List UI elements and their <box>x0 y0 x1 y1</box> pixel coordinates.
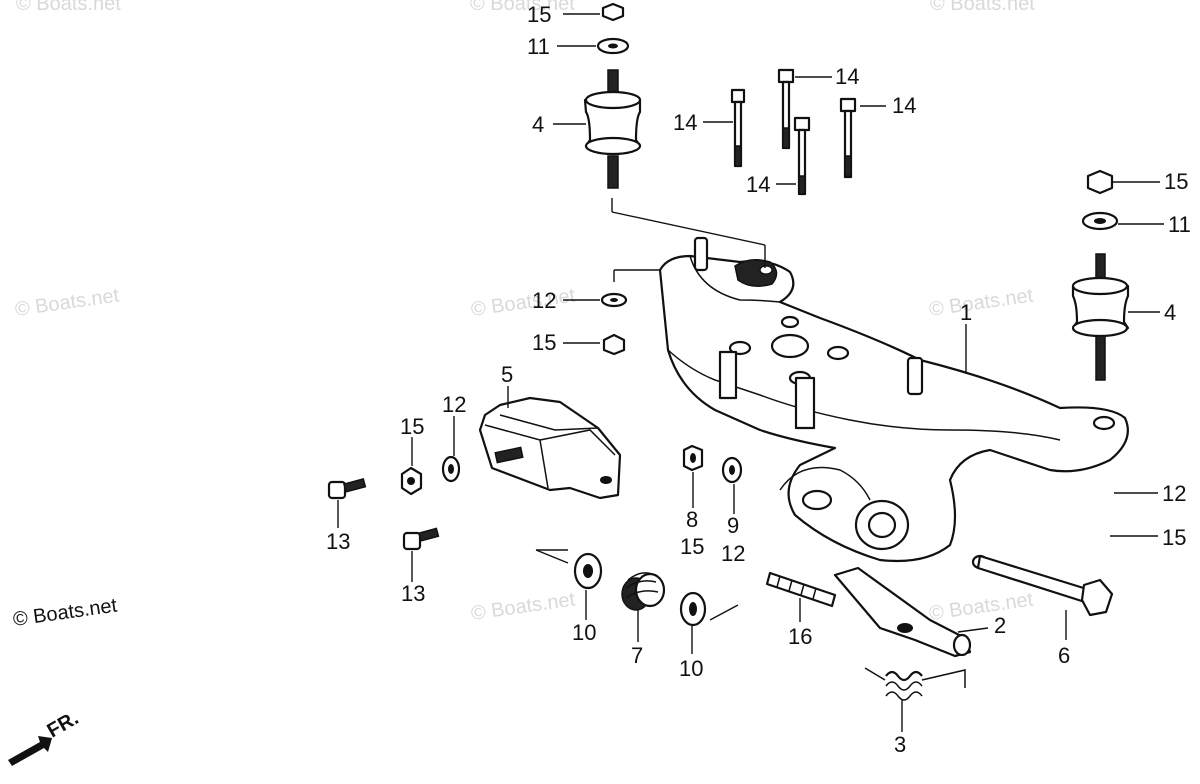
callout-5: 5 <box>501 362 513 387</box>
callout-1: 1 <box>960 300 972 325</box>
callout-15: 15 <box>1162 525 1186 550</box>
callout-14: 14 <box>835 64 859 89</box>
upper-mount-stack-right <box>1071 169 1130 381</box>
rubber-mount-4-top <box>583 69 642 189</box>
watermark-low-right: © Boats.net <box>928 589 1035 625</box>
callout-14: 14 <box>746 172 770 197</box>
washer-10-right <box>679 591 707 627</box>
upper-mount-stack-left <box>583 2 642 189</box>
callout-10: 10 <box>679 656 703 681</box>
mount-block-5 <box>478 396 622 500</box>
callout-15: 15 <box>527 2 551 27</box>
callout-15: 15 <box>680 534 704 559</box>
front-arrow-icon <box>8 736 52 766</box>
watermark-top-right: © Boats.net <box>930 0 1035 15</box>
main-bracket <box>658 236 1129 563</box>
callout-10: 10 <box>572 620 596 645</box>
watermark-mid-left: © Boats.net <box>14 285 121 321</box>
callout-12: 12 <box>721 541 745 566</box>
callout-16: 16 <box>788 624 812 649</box>
bolts-14 <box>730 68 857 196</box>
callout-12: 12 <box>532 288 556 313</box>
front-indicator: FR. <box>8 707 82 766</box>
nut-15-mid <box>602 333 626 356</box>
callout-13: 13 <box>326 529 350 554</box>
callout-14: 14 <box>673 110 697 135</box>
bolt-13-lower <box>402 527 440 551</box>
callout-numbers: 15 11 4 14 14 14 14 15 11 4 12 15 1 5 12… <box>326 2 1191 757</box>
nut-15-top <box>601 2 625 22</box>
callout-7: 7 <box>631 643 643 668</box>
watermark-mid-center: © Boats.net <box>470 285 577 321</box>
bushing-7 <box>621 572 666 611</box>
spring-3 <box>864 667 966 701</box>
bolt-6 <box>971 554 1114 617</box>
callout-9: 9 <box>727 513 739 538</box>
callout-12: 12 <box>442 392 466 417</box>
callout-15: 15 <box>400 414 424 439</box>
leader-lines <box>337 13 1164 732</box>
callout-13: 13 <box>401 581 425 606</box>
callout-15: 15 <box>532 330 556 355</box>
bolt-13-upper <box>327 478 367 500</box>
callout-15: 15 <box>1164 169 1188 194</box>
front-label: FR. <box>44 707 83 742</box>
callout-11: 11 <box>527 34 550 59</box>
pin-16 <box>765 571 837 608</box>
callout-14: 14 <box>892 93 916 118</box>
watermark-top-center: © Boats.net <box>470 0 575 15</box>
lever-2 <box>833 566 972 658</box>
callout-6: 6 <box>1058 643 1070 668</box>
watermark-top-left: © Boats.net <box>16 0 121 15</box>
callout-2: 2 <box>994 613 1006 638</box>
watermark-mid-right: © Boats.net <box>928 285 1035 321</box>
washer-10-left <box>573 552 603 590</box>
watermark-low-center: © Boats.net <box>470 589 577 625</box>
watermark-boats-net: © Boats.net <box>12 595 119 631</box>
callout-8: 8 <box>686 507 698 532</box>
callout-12: 12 <box>1162 481 1186 506</box>
callout-11: 11 <box>1168 212 1191 237</box>
callout-3: 3 <box>894 732 906 757</box>
callout-4: 4 <box>532 112 544 137</box>
callout-4: 4 <box>1164 300 1176 325</box>
